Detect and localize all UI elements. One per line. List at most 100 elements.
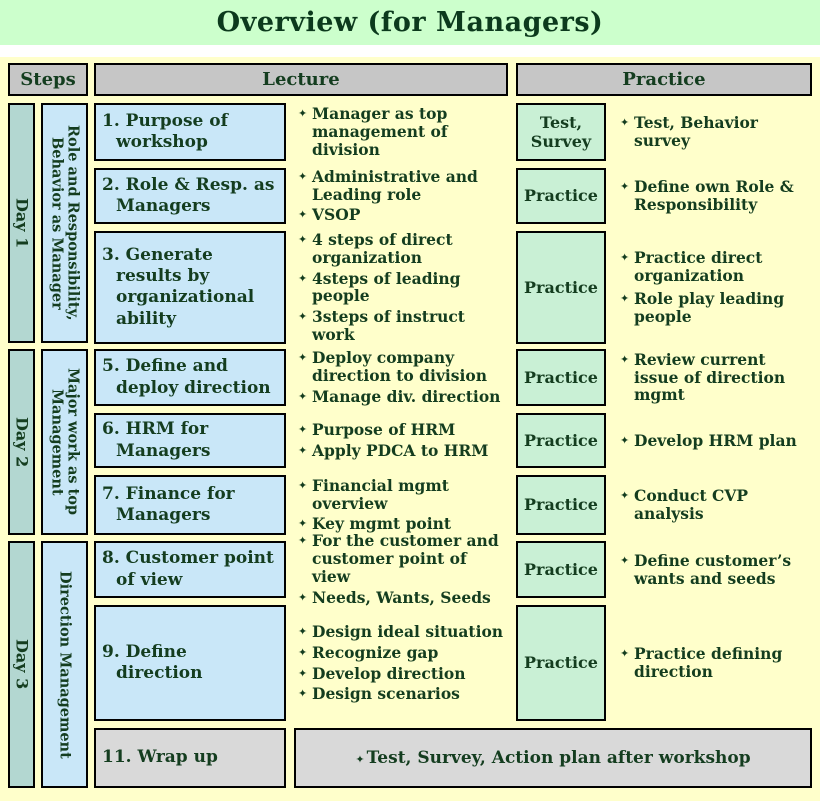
diamond-bullet-icon: ✦ [298, 423, 308, 437]
bullet-item: ✦VSOP [298, 206, 508, 224]
bullet-text: 4 steps of direct organization [312, 230, 453, 267]
table-row: 1. Purpose of workshop ✦Manager as top m… [94, 103, 812, 161]
practice-box-7: Practice [516, 475, 606, 535]
lecture-box-8-label: 8. Customer point of view [102, 548, 274, 590]
day2-label: Day 2 [12, 416, 32, 468]
day1-section: Day 1 Role and Responsibility, Behavior … [8, 103, 812, 344]
diamond-bullet-icon: ✦ [298, 645, 308, 659]
bullet-text: Review current issue of direction mgmt [634, 349, 786, 405]
bullet-text: Needs, Wants, Seeds [312, 587, 491, 607]
bullet-text: Develop HRM plan [634, 430, 797, 450]
page-title: Overview (for Managers) [0, 0, 820, 45]
bullet-text: Define customer’s wants and seeds [634, 550, 792, 588]
bullet-item: ✦Apply PDCA to HRM [298, 442, 508, 460]
bullet-item: ✦ Financial mgmt overview [298, 475, 508, 513]
lecture-box-9-label: 9. Define direction [102, 641, 203, 683]
day1-bar: Day 1 [8, 103, 35, 343]
lecture-box-6: 6. HRM for Managers [94, 413, 286, 468]
day1-label: Day 1 [12, 197, 32, 249]
table-row: 7. Finance for Managers ✦ Financial mgmt … [94, 475, 812, 535]
practice-bullets-6: ✦Develop HRM plan [616, 413, 812, 468]
diamond-bullet-icon: ✦ [620, 489, 630, 503]
bullet-text: Define own Role & Responsibility [634, 177, 794, 214]
bullet-item: ✦ Define own Role & Responsibility [620, 178, 812, 214]
day3-section: Day 3 Direction Management 8. Customer p… [8, 532, 812, 788]
practice-bullets-2: ✦ Define own Role & Responsibility [616, 168, 812, 224]
day1-category-line2: Behavior as Manager [48, 136, 66, 310]
day1-category-bar: Role and Responsibility, Behavior as Man… [41, 103, 88, 343]
lecture-box-2: 2. Role & Resp. as Managers [94, 168, 286, 224]
diamond-bullet-icon: ✦ [620, 251, 630, 265]
day3-rows: 8. Customer point of view ✦For the custo… [94, 532, 812, 788]
bullet-text: Administrative and Leading role [312, 166, 478, 204]
day2-rows: 5. Define and deploy direction ✦Deploy c… [94, 349, 812, 535]
day2-bar: Day 2 [8, 349, 35, 535]
lecture-box-3-label: 3. Generate results by organizational ab… [102, 244, 255, 329]
day3-category-line1: Direction Management [56, 570, 74, 759]
bullet-text: Recognize gap [312, 642, 439, 662]
bullet-item: ✦ 4steps of leading people [298, 268, 508, 306]
lecture-box-11: 11. Wrap up [94, 728, 286, 788]
practice-box-1: Test, Survey [516, 103, 606, 161]
bullet-item: ✦ 3steps of instruct work [298, 308, 508, 344]
diamond-bullet-icon: ✦ [298, 534, 308, 548]
bullet-text: VSOP [312, 205, 361, 225]
slide-body: Steps Lecture Practice Day 1 Role and Re… [0, 57, 820, 801]
header-row: Steps Lecture Practice [8, 63, 812, 96]
bullet-text: Practice direct organization [634, 248, 763, 286]
header-lecture: Lecture [94, 63, 508, 96]
bullet-item: ✦ Administrative and Leading role [298, 166, 508, 204]
bullet-item: ✦Key mgmt point [298, 515, 508, 533]
bullet-item: ✦Manager as top management of division [298, 104, 508, 159]
diamond-bullet-icon: ✦ [298, 389, 308, 403]
bullet-text: Financial mgmt overview [312, 475, 449, 513]
diamond-bullet-icon: ✦ [298, 590, 308, 604]
header-steps: Steps [8, 63, 88, 96]
day2-category-line2: Management [48, 388, 66, 496]
bullet-item: ✦ Practice direct organization [620, 249, 812, 285]
diamond-bullet-icon: ✦ [298, 444, 308, 457]
practice-box-8: Practice [516, 541, 606, 598]
table-row: 2. Role & Resp. as Managers ✦ Administrat… [94, 166, 812, 224]
lecture-bullets-1: ✦Manager as top management of division [294, 103, 508, 161]
bullet-text: Key mgmt point [312, 514, 452, 534]
bullet-text: 3steps of instruct work [312, 307, 465, 345]
table-row: 6. HRM for Managers ✦Purpose of HRM ✦App… [94, 413, 812, 468]
lecture-bullets-2: ✦ Administrative and Leading role ✦VSOP [294, 166, 508, 224]
bullet-item: ✦Develop HRM plan [620, 430, 812, 450]
diamond-bullet-icon: ✦ [620, 647, 630, 661]
diamond-bullet-icon: ✦ [298, 169, 308, 183]
bullet-text: Practice defining direction [634, 644, 783, 681]
diamond-bullet-icon: ✦ [620, 180, 630, 194]
bullet-item: ✦Define customer’s wants and seeds [620, 550, 812, 588]
day3-category-label: Direction Management [56, 570, 74, 759]
lecture-box-11-label: 11. Wrap up [102, 747, 218, 768]
diamond-bullet-icon: ✦ [298, 271, 308, 285]
diamond-bullet-icon: ✦ [298, 310, 308, 324]
practice-bullets-3: ✦Practice direct organization ✦Role play… [616, 231, 812, 344]
bullet-item: ✦Purpose of HRM [298, 421, 508, 439]
bullet-text: Manager as top management of division [312, 104, 448, 159]
lecture-box-8: 8. Customer point of view [94, 541, 286, 598]
bullet-text: Design scenarios [312, 684, 460, 704]
wrapup-practice-text: Test, Survey, Action plan after workshop [366, 748, 751, 768]
practice-box-2: Practice [516, 168, 606, 224]
lecture-bullets-5: ✦Deploy company direction to division ✦M… [294, 349, 508, 406]
table-row: 3. Generate results by organizational ab… [94, 231, 812, 344]
bullet-text: Design ideal situation [312, 621, 504, 641]
diamond-bullet-icon: ✦ [355, 752, 365, 766]
table-row: 9. Define direction ✦ Design ideal situat… [94, 605, 812, 721]
header-practice: Practice [516, 63, 812, 96]
table-row: 5. Define and deploy direction ✦Deploy c… [94, 349, 812, 406]
bullet-text: Develop direction [312, 663, 466, 683]
lecture-box-6-label: 6. HRM for Managers [102, 419, 211, 461]
bullet-item: ✦Deploy company direction to division [298, 349, 508, 385]
lecture-box-1: 1. Purpose of workshop [94, 103, 286, 161]
bullet-text: 4steps of leading people [312, 268, 461, 306]
day3-bar: Day 3 [8, 541, 35, 788]
lecture-bullets-9: ✦Design ideal situation ✦Recognize gap ✦… [294, 605, 508, 721]
lecture-box-2-label: 2. Role & Resp. as Managers [102, 174, 275, 216]
bullet-item: ✦Design scenarios [298, 685, 508, 703]
diamond-bullet-icon: ✦ [298, 478, 308, 492]
lecture-box-7-label: 7. Finance for Managers [102, 483, 235, 525]
